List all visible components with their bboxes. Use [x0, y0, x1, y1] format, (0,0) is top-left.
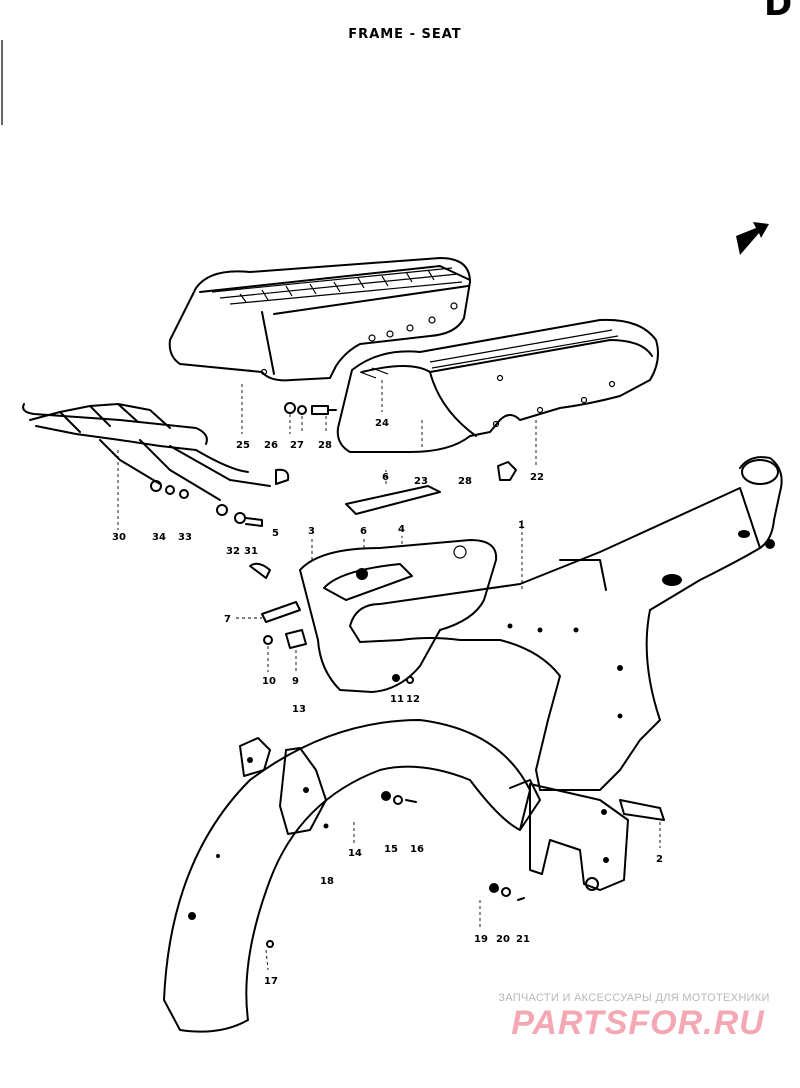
part-label-p18: 18 — [320, 876, 334, 887]
part-label-p26a: 26 — [264, 440, 278, 451]
part-label-p28b: 28 — [458, 476, 472, 487]
part-label-p33: 33 — [178, 532, 192, 543]
page-corner-mark: D — [764, 0, 793, 24]
side-covers-drawing — [249, 485, 498, 693]
part-label-p20: 20 — [496, 934, 510, 945]
luggage-carrier-drawing — [22, 403, 290, 527]
rear-seat-drawing — [168, 257, 471, 382]
part-label-p7: 7 — [224, 614, 231, 625]
part-labels: 25 26 27 28 24 23 28 22 6 30 34 33 32 31… — [112, 418, 663, 987]
part-label-p21: 21 — [516, 934, 530, 945]
part-label-p32: 32 — [226, 546, 240, 557]
part-label-p13: 13 — [292, 704, 306, 715]
leader-lines — [117, 380, 661, 971]
part-label-p1: 1 — [518, 520, 525, 531]
part-label-p15: 15 — [384, 844, 398, 855]
part-label-p11: 11 — [390, 694, 404, 705]
part-label-p24: 24 — [375, 418, 389, 429]
main-frame-drawing — [349, 456, 783, 891]
part-label-p31: 31 — [244, 546, 258, 557]
part-label-p25: 25 — [236, 440, 250, 451]
part-label-p17: 17 — [264, 976, 278, 987]
part-label-p3: 3 — [308, 526, 315, 537]
part-label-p10: 10 — [262, 676, 276, 687]
part-label-p6b: 6 — [360, 526, 367, 537]
small-fasteners-drawing — [263, 629, 525, 901]
direction-arrow-icon — [736, 222, 769, 255]
front-seat-drawing — [336, 318, 659, 453]
part-label-p34: 34 — [152, 532, 166, 543]
part-label-p23: 23 — [414, 476, 428, 487]
part-label-p14: 14 — [348, 848, 362, 859]
part-label-p9: 9 — [292, 676, 299, 687]
part-label-p19: 19 — [474, 934, 488, 945]
part-label-p30: 30 — [112, 532, 126, 543]
watermark-caption: ЗАПЧАСТИ И АКСЕССУАРЫ ДЛЯ МОТОТЕХНИКИ — [498, 992, 770, 1004]
part-label-p22: 22 — [530, 472, 544, 483]
part-label-p27: 27 — [290, 440, 304, 451]
part-label-p5: 5 — [272, 528, 279, 539]
part-label-p12: 12 — [406, 694, 420, 705]
part-label-p6a: 6 — [382, 472, 389, 483]
part-label-p4: 4 — [398, 524, 405, 535]
part-label-p28a: 28 — [318, 440, 332, 451]
watermark-logo: PARTSFOR.RU — [511, 1004, 765, 1042]
rear-fender-drawing — [163, 719, 541, 1033]
diagram-title: FRAME - SEAT — [348, 27, 462, 42]
part-label-p16: 16 — [410, 844, 424, 855]
seat-bolts-drawing — [284, 402, 517, 481]
part-label-p2: 2 — [656, 854, 663, 865]
